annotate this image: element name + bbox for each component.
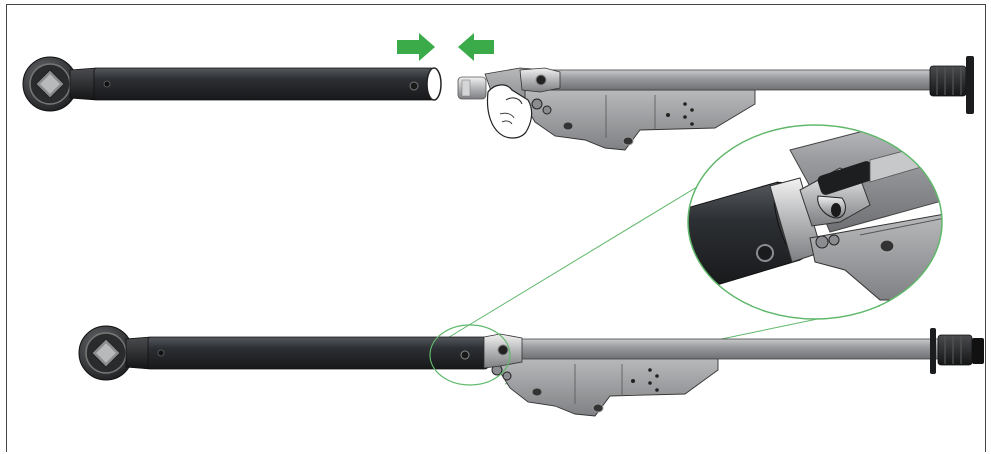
wrench-head-part [22, 56, 442, 112]
push-arrow-right-icon [397, 33, 435, 61]
magnifier-callout [687, 124, 943, 320]
hand-icon [486, 84, 533, 139]
push-arrow-left-icon [458, 33, 494, 61]
frame-border [6, 4, 986, 452]
callout-small-circle [429, 324, 511, 386]
wrench-handle-part [457, 56, 974, 151]
wrench-assembled [78, 325, 984, 417]
